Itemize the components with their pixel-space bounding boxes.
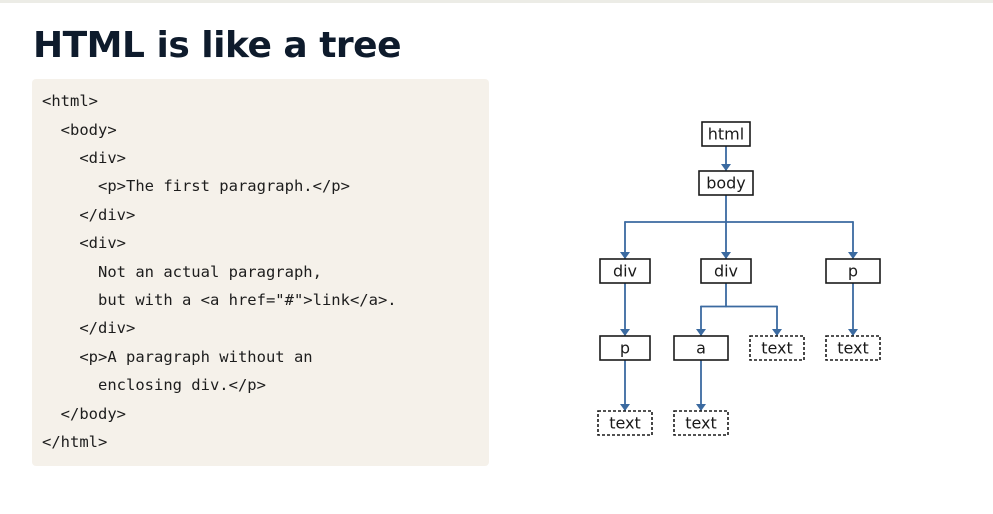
text-node-box (597, 410, 653, 436)
element-node-box (673, 335, 729, 361)
tree-node-text4: text (825, 335, 881, 361)
tree-node-div2: div (700, 258, 752, 284)
element-node-box (599, 258, 651, 284)
arrow-head (620, 252, 630, 259)
tree-node-text3: text (673, 410, 729, 436)
node-label: p (848, 262, 858, 281)
code-line: Not an actual paragraph, (42, 263, 322, 281)
code-line: </div> (42, 206, 136, 224)
element-node-box (825, 258, 881, 284)
arrow-head (848, 252, 858, 259)
arrow-head (620, 404, 630, 411)
tree-node-p2: p (825, 258, 881, 284)
node-label: text (685, 414, 717, 433)
tree-node-text1: text (597, 410, 653, 436)
node-label: p (620, 339, 630, 358)
node-label: div (714, 262, 738, 281)
code-line: </body> (42, 405, 126, 423)
code-line: </div> (42, 319, 136, 337)
text-node-box (825, 335, 881, 361)
node-label: div (613, 262, 637, 281)
tree-node-body: body (698, 170, 754, 196)
element-node-box (700, 258, 752, 284)
code-line: <p>A paragraph without an (42, 348, 313, 366)
code-line: <p>The first paragraph.</p> (42, 177, 350, 195)
arrow-head (620, 329, 630, 336)
node-label: text (837, 339, 869, 358)
text-node-box (673, 410, 729, 436)
element-node-box (599, 335, 651, 361)
element-node-box (698, 170, 754, 196)
tree-node-html: html (701, 121, 751, 147)
code-line: <div> (42, 149, 126, 167)
node-label: body (706, 174, 746, 193)
arrow-head (848, 329, 858, 336)
element-node-box (701, 121, 751, 147)
tree-node-text2: text (749, 335, 805, 361)
tree-node-div1: div (599, 258, 651, 284)
code-line: enclosing div.</p> (42, 376, 266, 394)
top-divider (0, 0, 993, 3)
page-title: HTML is like a tree (33, 25, 402, 66)
node-label: a (696, 339, 706, 358)
code-line: <div> (42, 234, 126, 252)
arrow-head (696, 404, 706, 411)
code-line: </html> (42, 433, 108, 451)
arrow-head (721, 164, 731, 171)
arrow-head (772, 329, 782, 336)
node-label: text (761, 339, 793, 358)
code-line: but with a <a href="#">link</a>. (42, 291, 397, 309)
text-node-box (749, 335, 805, 361)
node-label: html (708, 125, 744, 144)
arrow-head (721, 252, 731, 259)
tree-node-p1: p (599, 335, 651, 361)
node-label: text (609, 414, 641, 433)
code-line: <html> (42, 92, 98, 110)
tree-node-a: a (673, 335, 729, 361)
code-block: <html> <body> <div> <p>The first paragra… (32, 79, 489, 466)
code-line: <body> (42, 121, 117, 139)
arrow-head (696, 329, 706, 336)
